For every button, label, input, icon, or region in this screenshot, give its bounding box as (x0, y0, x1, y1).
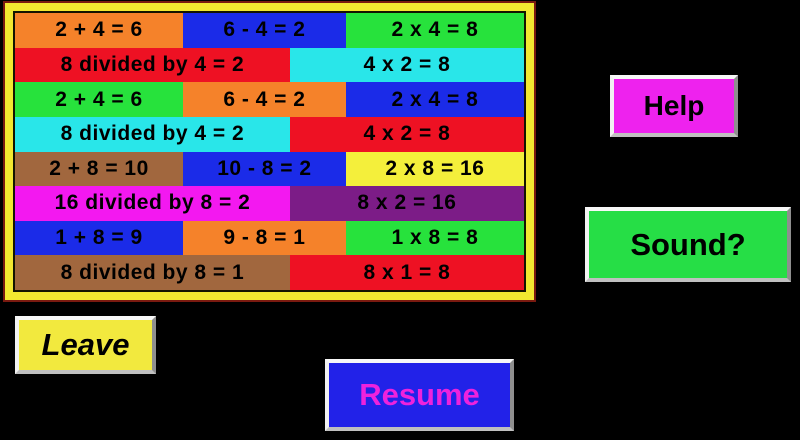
equation-cell[interactable]: 9 - 8 = 1 (182, 220, 346, 256)
equation-row: 2 + 8 = 10 10 - 8 = 2 2 x 8 = 16 (15, 151, 524, 187)
equation-cell[interactable]: 1 x 8 = 8 (345, 220, 524, 256)
equations-grid: 2 + 4 = 6 6 - 4 = 2 2 x 4 = 8 8 divided … (13, 11, 526, 292)
equation-cell[interactable]: 8 divided by 8 = 1 (15, 255, 290, 290)
equation-cell[interactable]: 8 x 2 = 16 (289, 186, 524, 221)
equation-cell[interactable]: 2 + 8 = 10 (15, 151, 183, 187)
equation-row: 8 divided by 4 = 2 4 x 2 = 8 (15, 116, 524, 152)
equation-cell[interactable]: 16 divided by 8 = 2 (15, 186, 290, 221)
equation-cell[interactable]: 2 + 4 = 6 (15, 13, 183, 48)
leave-button[interactable]: Leave (15, 316, 156, 374)
equation-cell[interactable]: 1 + 8 = 9 (15, 220, 183, 256)
equations-panel: 2 + 4 = 6 6 - 4 = 2 2 x 4 = 8 8 divided … (3, 1, 536, 302)
equation-cell[interactable]: 2 x 4 = 8 (345, 82, 524, 117)
equation-cell[interactable]: 4 x 2 = 8 (289, 47, 524, 83)
equation-row: 8 divided by 8 = 1 8 x 1 = 8 (15, 255, 524, 290)
equation-cell[interactable]: 10 - 8 = 2 (182, 151, 346, 187)
sound-button[interactable]: Sound? (585, 207, 791, 282)
equation-row: 1 + 8 = 9 9 - 8 = 1 1 x 8 = 8 (15, 220, 524, 256)
equation-cell[interactable]: 8 divided by 4 = 2 (15, 116, 290, 152)
equation-cell[interactable]: 4 x 2 = 8 (289, 116, 524, 152)
help-button[interactable]: Help (610, 75, 738, 137)
equation-cell[interactable]: 6 - 4 = 2 (182, 82, 346, 117)
equation-cell[interactable]: 2 x 8 = 16 (345, 151, 524, 187)
equation-row: 16 divided by 8 = 2 8 x 2 = 16 (15, 186, 524, 221)
equation-row: 2 + 4 = 6 6 - 4 = 2 2 x 4 = 8 (15, 82, 524, 117)
equation-cell[interactable]: 2 x 4 = 8 (345, 13, 524, 48)
equation-cell[interactable]: 6 - 4 = 2 (182, 13, 346, 48)
equation-cell[interactable]: 8 divided by 4 = 2 (15, 47, 290, 83)
equation-cell[interactable]: 8 x 1 = 8 (289, 255, 524, 290)
equation-row: 2 + 4 = 6 6 - 4 = 2 2 x 4 = 8 (15, 13, 524, 48)
equation-row: 8 divided by 4 = 2 4 x 2 = 8 (15, 47, 524, 83)
resume-button[interactable]: Resume (325, 359, 514, 431)
equation-cell[interactable]: 2 + 4 = 6 (15, 82, 183, 117)
